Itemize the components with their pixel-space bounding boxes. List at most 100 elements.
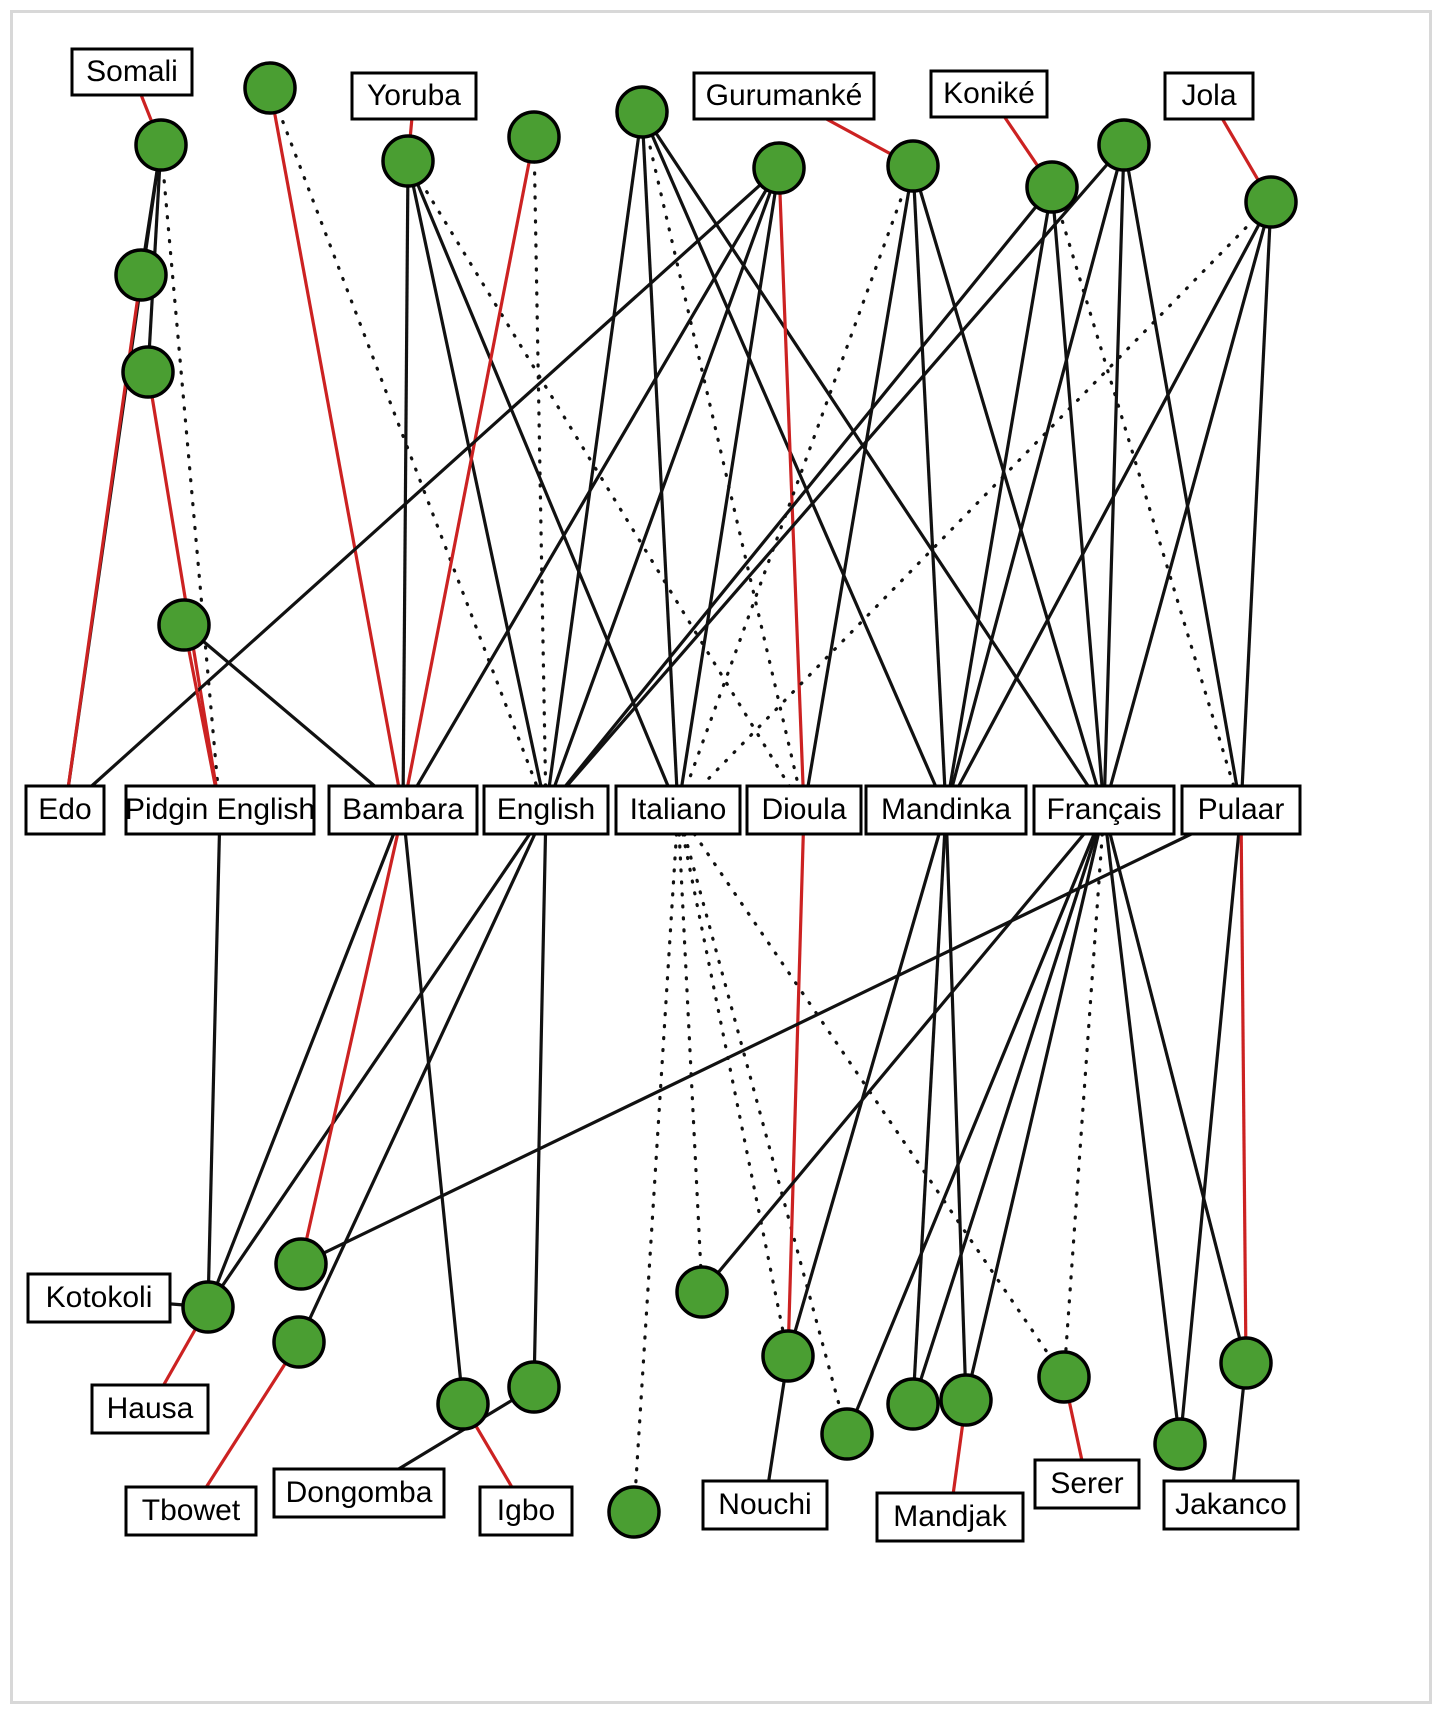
node-label-dioula[interactable]: Dioula bbox=[745, 784, 863, 836]
node-label-konike[interactable]: Koniké bbox=[929, 69, 1049, 119]
edge-italiano-n22 bbox=[682, 832, 843, 1413]
graph-node-n21[interactable] bbox=[761, 1329, 815, 1383]
edge-mandinka-n24 bbox=[945, 833, 967, 1377]
label-text: Gurumanké bbox=[706, 79, 863, 112]
node-label-kotokoli[interactable]: Kotokoli bbox=[26, 1272, 172, 1324]
node-label-somali[interactable]: Somali bbox=[70, 47, 194, 97]
nodes-layer bbox=[114, 61, 1298, 1539]
edge-dioula-n21 bbox=[787, 833, 805, 1333]
label-box-frame bbox=[1033, 1458, 1141, 1510]
node-label-hausa[interactable]: Hausa bbox=[90, 1383, 210, 1435]
graph-node-n11[interactable] bbox=[1097, 118, 1151, 172]
label-box-frame bbox=[124, 784, 316, 836]
graph-node-n8[interactable] bbox=[752, 141, 806, 195]
node-label-gurumanke[interactable]: Gurumanké bbox=[692, 71, 876, 121]
node-label-mandinka[interactable]: Mandinka bbox=[864, 784, 1028, 836]
edge-n2-english bbox=[276, 108, 539, 788]
label-box-frame bbox=[478, 1485, 574, 1537]
node-label-pulaar[interactable]: Pulaar bbox=[1180, 784, 1302, 836]
node-label-pidgin-english[interactable]: Pidgin English bbox=[124, 784, 316, 836]
graph-node-n24[interactable] bbox=[939, 1373, 993, 1427]
edge-n8-english bbox=[553, 190, 773, 787]
graph-node-n17[interactable] bbox=[436, 1377, 490, 1431]
edge-n8-dioula bbox=[778, 191, 805, 787]
label-text: Bambara bbox=[342, 793, 464, 826]
label-text: Nouchi bbox=[718, 1488, 811, 1521]
edge-n6-bambara bbox=[406, 160, 531, 787]
graph-node-n4[interactable] bbox=[121, 345, 175, 399]
graph-node-n3[interactable] bbox=[114, 248, 168, 302]
edge-n8-italiano bbox=[680, 191, 777, 787]
label-text: Mandjak bbox=[893, 1500, 1007, 1533]
label-connector-tbowet-n16 bbox=[204, 1361, 288, 1488]
edge-n5-english bbox=[411, 184, 543, 787]
edge-n11-mandinka bbox=[950, 167, 1120, 787]
graph-node-n2[interactable] bbox=[243, 61, 297, 115]
edge-n11-pulaar bbox=[1126, 168, 1239, 787]
graph-node-n7[interactable] bbox=[615, 85, 669, 139]
graph-node-n27[interactable] bbox=[1219, 1336, 1273, 1390]
node-label-italiano[interactable]: Italiano bbox=[614, 784, 742, 836]
label-box-frame bbox=[1032, 784, 1176, 836]
graph-node-n10[interactable] bbox=[1025, 160, 1079, 214]
graph-node-n18[interactable] bbox=[507, 1360, 561, 1414]
label-box-frame bbox=[864, 784, 1028, 836]
node-label-serer[interactable]: Serer bbox=[1033, 1458, 1141, 1510]
node-label-nouchi[interactable]: Nouchi bbox=[701, 1479, 829, 1531]
label-connector-serer-n25 bbox=[1067, 1400, 1084, 1461]
label-connectors-layer bbox=[139, 94, 1261, 1494]
edge-n9-dioula bbox=[806, 189, 911, 787]
graph-node-n14[interactable] bbox=[181, 1280, 235, 1334]
edge-n2-bambara bbox=[272, 111, 401, 787]
edge-english-n18 bbox=[532, 833, 548, 1364]
node-label-edo[interactable]: Edo bbox=[24, 784, 106, 836]
graph-node-n16[interactable] bbox=[272, 1315, 326, 1369]
edge-english-n14 bbox=[220, 833, 532, 1289]
label-box-frame bbox=[350, 71, 478, 121]
edge-bambara-n17 bbox=[403, 833, 463, 1381]
edge-n1-pidgin-english bbox=[161, 167, 220, 788]
label-connector-hausa-n14 bbox=[162, 1327, 198, 1386]
node-label-dongomba[interactable]: Dongomba bbox=[272, 1467, 446, 1519]
graph-node-n6[interactable] bbox=[507, 110, 561, 164]
label-box-frame bbox=[272, 1467, 446, 1519]
graph-node-n13[interactable] bbox=[157, 598, 211, 652]
graph-node-n9[interactable] bbox=[886, 139, 940, 193]
node-label-francais[interactable]: Français bbox=[1032, 784, 1176, 836]
label-box-frame bbox=[1180, 784, 1302, 836]
node-label-bambara[interactable]: Bambara bbox=[327, 784, 479, 836]
label-connector-nouchi-n21 bbox=[767, 1379, 786, 1482]
label-text: Serer bbox=[1050, 1467, 1123, 1500]
label-connector-jakanco-n27 bbox=[1231, 1386, 1246, 1482]
graph-node-n25[interactable] bbox=[1037, 1350, 1091, 1404]
node-label-yoruba[interactable]: Yoruba bbox=[350, 71, 478, 121]
node-label-tbowet[interactable]: Tbowet bbox=[124, 1485, 258, 1537]
edge-francais-n26 bbox=[1105, 833, 1179, 1421]
graph-node-n15[interactable] bbox=[274, 1237, 328, 1291]
node-label-jola[interactable]: Jola bbox=[1163, 71, 1255, 121]
edge-pulaar-n27 bbox=[1239, 833, 1248, 1340]
edge-n5-italiano bbox=[415, 182, 670, 787]
graph-node-n26[interactable] bbox=[1153, 1417, 1207, 1471]
node-label-igbo[interactable]: Igbo bbox=[478, 1485, 574, 1537]
graph-node-n1[interactable] bbox=[134, 118, 188, 172]
graph-node-n12[interactable] bbox=[1244, 175, 1298, 229]
node-label-jakanco[interactable]: Jakanco bbox=[1162, 1479, 1300, 1531]
edge-n9-mandinka bbox=[912, 189, 947, 787]
graph-node-n19[interactable] bbox=[607, 1485, 661, 1539]
label-box-frame bbox=[745, 784, 863, 836]
graph-node-n20[interactable] bbox=[675, 1265, 729, 1319]
node-label-english[interactable]: English bbox=[482, 784, 610, 836]
graph-node-n22[interactable] bbox=[820, 1407, 874, 1461]
label-box-frame bbox=[90, 1383, 210, 1435]
node-label-mandjak[interactable]: Mandjak bbox=[875, 1491, 1025, 1543]
edge-francais-n27 bbox=[1108, 833, 1242, 1341]
edge-n9-italiano bbox=[685, 186, 907, 788]
graph-node-n23[interactable] bbox=[886, 1377, 940, 1431]
label-text: Somali bbox=[86, 55, 178, 88]
label-text: Edo bbox=[38, 793, 91, 826]
edge-francais-n24 bbox=[969, 833, 1100, 1377]
graph-node-n5[interactable] bbox=[381, 134, 435, 188]
